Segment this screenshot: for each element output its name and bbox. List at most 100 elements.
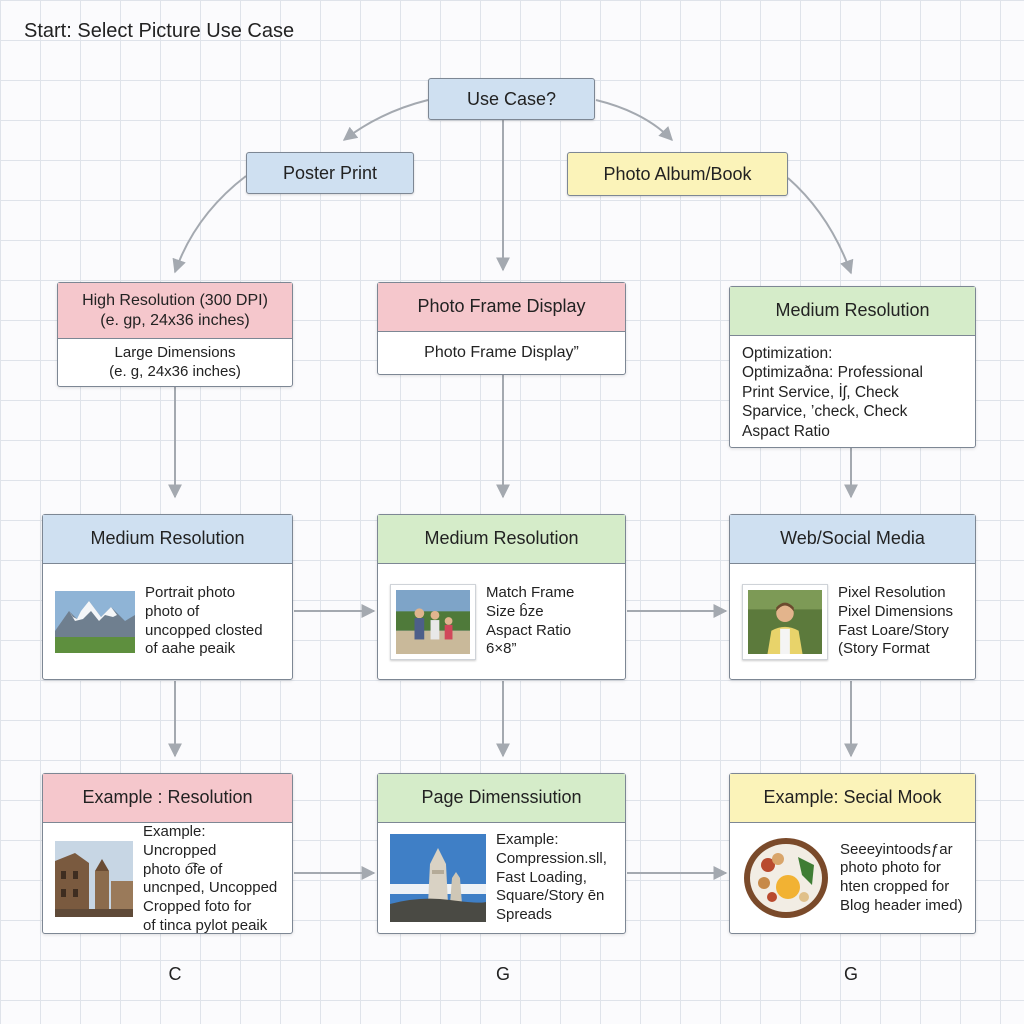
body-line: uncopped closted [145, 621, 263, 639]
card-example-social-title: Example: Secial Mook [763, 787, 942, 808]
card-example-resolution-header: Example : Resolution [43, 774, 292, 823]
body-line: Spreads [496, 906, 552, 924]
node-photo-album-label: Photo Album/Book [603, 163, 752, 184]
card-photo-frame-display[interactable]: Photo Frame Display Photo Frame Display” [377, 282, 626, 375]
body-line: Portrait photo [145, 584, 236, 601]
card-page-dimension[interactable]: Page Dimenssiution Example: Compression.… [377, 773, 626, 934]
card-medium-resolution-left-title: Medium Resolution [90, 528, 245, 549]
footer-label: C [168, 964, 182, 984]
card-photo-frame-title: Photo Frame Display [417, 296, 586, 317]
card-example-social-header: Example: Secial Mook [730, 774, 975, 823]
body-line: Aspact Ratio [742, 422, 830, 440]
card-web-social-header: Web/Social Media [730, 515, 975, 564]
body-line: Match Frame [486, 584, 575, 601]
body-line: Large Dimensions [114, 343, 236, 361]
card-medium-resolution-mid-text: Match Frame Size b̂ze Aspact Ratio 6×8” [486, 584, 574, 659]
body-line: of aahe peaik [145, 640, 236, 658]
arrow-usecase-to-album [595, 99, 673, 142]
body-line: Square/Story ēn [496, 887, 605, 905]
card-example-resolution-text: Example: Uncropped photo o͡fe of uncnped… [143, 823, 280, 936]
card-photo-frame-body: Photo Frame Display” [378, 332, 625, 374]
card-medium-resolution-right-text: Optimization: Optimizaðna: Professional … [742, 344, 923, 441]
card-medium-resolution-left[interactable]: Medium Resolution Portrait photo photo o… [42, 514, 293, 680]
card-web-social-media[interactable]: Web/Social Media Pixel Resolution Pixel … [729, 514, 976, 680]
card-web-social-text: Pixel Resolution Pixel Dimensions Fast L… [838, 584, 953, 659]
person-portrait-image [742, 583, 828, 660]
body-line: (Story Format [838, 640, 930, 658]
body-line: Optimization: [742, 345, 833, 362]
node-use-case-label: Use Case? [466, 88, 557, 109]
body-line: Print Service, İʃ, Check [742, 383, 899, 401]
body-line: Compression.sll, [496, 849, 607, 867]
card-medium-resolution-mid-body: Match Frame Size b̂ze Aspact Ratio 6×8” [378, 564, 625, 679]
body-line: Pixel Dimensions [838, 602, 954, 620]
card-example-resolution-title: Example : Resolution [82, 787, 253, 808]
body-line: Sparvice, ’check, Check [742, 403, 908, 421]
body-line: hten cropped for [840, 878, 950, 895]
card-page-dimension-title: Page Dimenssiution [421, 787, 582, 808]
body-line: 6×8” [486, 640, 517, 658]
card-medium-resolution-mid-header: Medium Resolution [378, 515, 625, 564]
arrow-album-to-mediumres [787, 177, 854, 275]
footer-label: G [495, 964, 510, 984]
mountain-landscape-image [55, 590, 135, 653]
card-example-social-body: Seeeyintoodsƒar photo photo for hten cro… [730, 823, 975, 933]
body-line: uncnped, Uncopped [143, 879, 278, 897]
arrow-poster-to-highres [172, 175, 247, 274]
card-page-dimension-text: Example: Compression.sll, Fast Loading, … [496, 831, 607, 925]
node-poster-print[interactable]: Poster Print [246, 152, 414, 194]
body-line: Blog header imed) [840, 896, 963, 914]
body-line: Example: Uncropped [143, 823, 217, 859]
family-portrait-image [390, 583, 476, 660]
body-line: Optimizaðna: Professional [742, 364, 923, 382]
body-line: Cropped foto for [143, 898, 252, 915]
arrow-usecase-to-poster [342, 99, 429, 141]
card-medium-resolution-mid-title: Medium Resolution [424, 528, 579, 549]
card-high-resolution-header-line: (e. gp, 24x36 inches) [100, 311, 250, 329]
body-line: Pixel Resolution [838, 584, 946, 601]
body-line: photo photo for [840, 859, 941, 877]
body-line: Example: [496, 831, 559, 849]
food-plate-image [742, 835, 830, 921]
card-web-social-title: Web/Social Media [780, 528, 925, 549]
card-high-resolution-header: High Resolution (300 DPI) (e. gp, 24x36 … [58, 283, 292, 339]
card-example-social-text: Seeeyintoodsƒar photo photo for hten cro… [840, 841, 963, 916]
card-medium-resolution-right-header: Medium Resolution [730, 287, 975, 336]
card-high-resolution-header-line: High Resolution (300 DPI) [82, 292, 268, 310]
card-medium-resolution-right-title: Medium Resolution [775, 300, 930, 321]
body-line: Aspact Ratio [486, 621, 572, 639]
body-line: Size b̂ze [486, 602, 544, 620]
body-line: photo of [145, 602, 200, 620]
card-medium-resolution-left-text: Portrait photo photo of uncopped closted… [145, 584, 263, 659]
body-line: (e. g, 24x36 inches) [109, 362, 241, 380]
card-high-resolution[interactable]: High Resolution (300 DPI) (e. gp, 24x36 … [57, 282, 293, 387]
card-medium-resolution-right-body: Optimization: Optimizaðna: Professional … [730, 336, 975, 447]
card-medium-resolution-right[interactable]: Medium Resolution Optimization: Optimiza… [729, 286, 976, 448]
body-line: of tinca pylot peaik [143, 916, 268, 934]
card-example-resolution[interactable]: Example : Resolution Example: Uncropped … [42, 773, 293, 934]
card-photo-frame-header: Photo Frame Display [378, 283, 625, 332]
page-title: Start: Select Picture Use Case [24, 20, 295, 42]
card-medium-resolution-left-header: Medium Resolution [43, 515, 292, 564]
monument-image [390, 834, 486, 922]
card-example-social[interactable]: Example: Secial Mook Seeeyintoodsƒar pho… [729, 773, 976, 934]
card-high-resolution-text: Large Dimensions (e. g, 24x36 inches) [109, 344, 241, 382]
old-town-image [55, 841, 133, 918]
card-medium-resolution-mid[interactable]: Medium Resolution Match Frame Size b̂ze … [377, 514, 626, 680]
body-line: Fast Loading, [496, 868, 587, 886]
card-photo-frame-text: Photo Frame Display” [424, 344, 579, 361]
body-line: Seeeyintoodsƒar [840, 840, 953, 858]
node-use-case[interactable]: Use Case? [428, 78, 595, 120]
card-page-dimension-header: Page Dimenssiution [378, 774, 625, 823]
node-photo-album[interactable]: Photo Album/Book [567, 152, 788, 196]
body-line: Fast Loare/Story [838, 621, 949, 639]
card-page-dimension-body: Example: Compression.sll, Fast Loading, … [378, 823, 625, 933]
card-web-social-body: Pixel Resolution Pixel Dimensions Fast L… [730, 564, 975, 679]
node-poster-print-label: Poster Print [282, 162, 378, 183]
footer-label: G [843, 964, 858, 984]
body-line: photo o͡fe of [143, 860, 223, 878]
card-medium-resolution-left-body: Portrait photo photo of uncopped closted… [43, 564, 292, 679]
card-high-resolution-body: Large Dimensions (e. g, 24x36 inches) [58, 339, 292, 386]
card-example-resolution-body: Example: Uncropped photo o͡fe of uncnped… [43, 823, 292, 936]
